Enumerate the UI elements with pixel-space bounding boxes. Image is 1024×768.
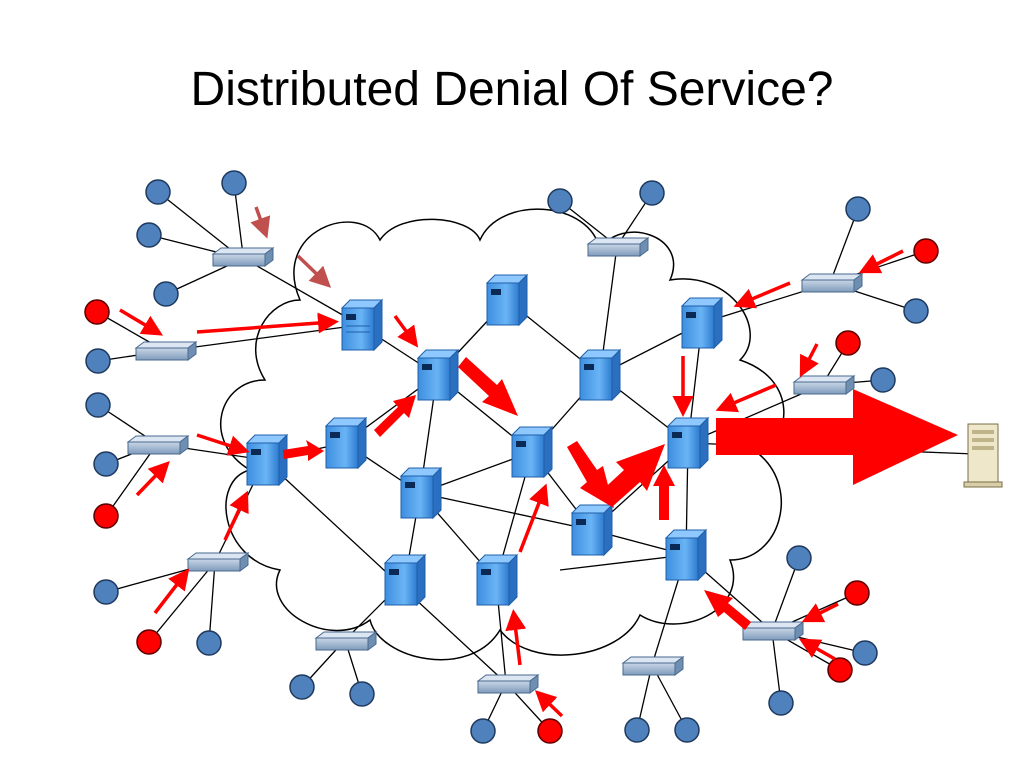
arrow-icon xyxy=(704,590,751,630)
slide-title: Distributed Denial Of Service? xyxy=(190,63,834,116)
switch-icon xyxy=(476,674,540,694)
host-icon xyxy=(289,674,315,700)
router-icon xyxy=(570,503,614,557)
switch-icon xyxy=(792,375,856,395)
attackers xyxy=(84,238,939,744)
arrow-icon xyxy=(135,460,170,497)
host-icon xyxy=(349,681,375,707)
arrow-icon xyxy=(223,490,249,541)
arrow-icon xyxy=(715,383,777,413)
host-icon xyxy=(136,222,162,248)
arrow-icon xyxy=(733,281,791,309)
host-icon xyxy=(153,281,179,307)
arrow-icon xyxy=(858,249,904,274)
router-icon xyxy=(416,348,460,402)
host-icon xyxy=(852,640,878,666)
switch-icon xyxy=(126,435,190,455)
attacker-icon xyxy=(827,657,853,683)
arrow-icon xyxy=(393,314,419,348)
host-icon xyxy=(786,545,812,571)
host-icon xyxy=(93,451,119,477)
arrow-icon xyxy=(296,254,332,288)
router-icon xyxy=(485,273,529,327)
router-icon xyxy=(666,416,710,470)
attack-arrows xyxy=(119,249,904,718)
switch-icon xyxy=(314,631,378,651)
host-icon xyxy=(768,690,794,716)
attacker-icon xyxy=(835,330,861,356)
host-icon xyxy=(85,392,111,418)
host-icon xyxy=(903,298,929,324)
routers xyxy=(245,273,724,607)
attacker-icon xyxy=(913,238,939,264)
server-icon xyxy=(963,423,1003,488)
host-icon xyxy=(196,630,222,656)
router-icon xyxy=(510,425,554,479)
switch-icon xyxy=(800,273,864,293)
router-icon xyxy=(383,553,427,607)
switch-icon xyxy=(741,621,805,641)
host-icon xyxy=(870,367,896,393)
router-icon xyxy=(245,433,289,487)
switch-icon xyxy=(586,237,650,257)
arrow-icon xyxy=(196,433,250,456)
switch-icon xyxy=(186,552,250,572)
host-icon xyxy=(845,196,871,222)
host-icon xyxy=(639,180,665,206)
arrow-icon xyxy=(374,395,416,437)
host-icon xyxy=(85,348,111,374)
attacker-icon xyxy=(84,299,110,325)
arrow-icon xyxy=(518,483,549,553)
router-icon xyxy=(475,553,519,607)
arrow-icon xyxy=(534,690,564,718)
thick-attack-arrows xyxy=(283,357,751,630)
arrow-icon xyxy=(801,602,839,623)
big-attack-arrow-icon xyxy=(716,389,958,485)
host-icon xyxy=(470,718,496,744)
arrow-icon xyxy=(653,465,675,520)
attacker-icon xyxy=(93,503,119,529)
faded-arrows xyxy=(250,206,332,288)
arrow-icon xyxy=(153,568,190,615)
attacker-icon xyxy=(537,718,563,744)
attacker-icon xyxy=(136,629,162,655)
router-icon xyxy=(399,466,443,520)
host-icon xyxy=(221,170,247,196)
hosts xyxy=(85,170,929,744)
host-icon xyxy=(547,188,573,214)
router-icon xyxy=(664,528,708,582)
arrow-icon xyxy=(458,357,518,416)
arrow-icon xyxy=(597,444,665,507)
switch-icon xyxy=(211,247,275,267)
switch-icon xyxy=(621,656,685,676)
host-icon xyxy=(674,717,700,743)
arrow-icon xyxy=(798,638,836,661)
router-icon xyxy=(680,296,724,350)
arrow-icon xyxy=(283,440,324,461)
router-icon xyxy=(578,348,622,402)
attacker-icon xyxy=(844,580,870,606)
arrow-icon xyxy=(119,308,164,336)
arrow-icon xyxy=(250,206,271,239)
arrow-icon xyxy=(799,343,819,378)
switch-icon xyxy=(134,341,198,361)
router-icon xyxy=(324,416,368,470)
host-icon xyxy=(145,179,171,205)
arrow-icon xyxy=(505,609,527,666)
switches xyxy=(126,237,864,694)
host-icon xyxy=(624,717,650,743)
arrow-icon xyxy=(196,312,339,334)
router-icon xyxy=(340,298,384,352)
host-icon xyxy=(93,579,119,605)
